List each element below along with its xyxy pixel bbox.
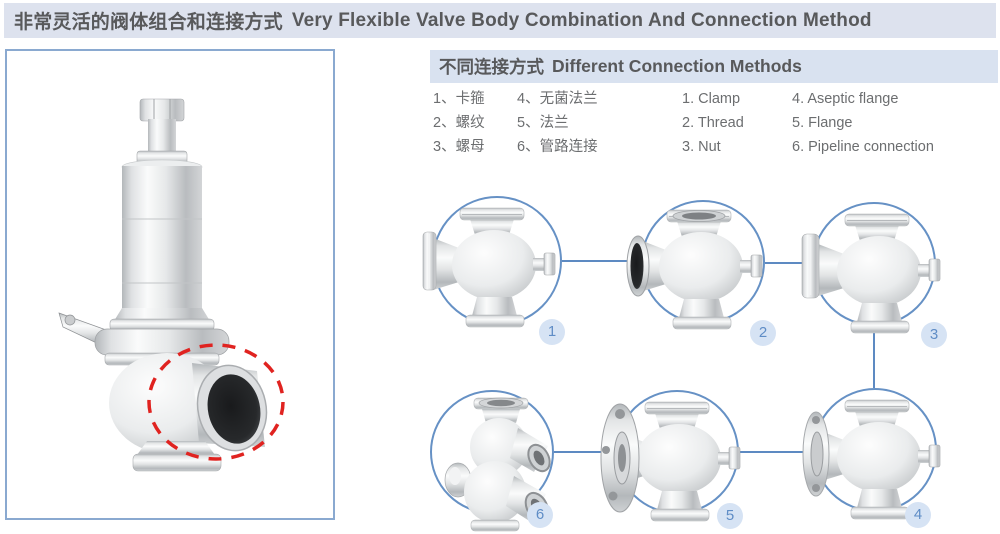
legend-item-en-1: 1. Clamp [682, 91, 741, 107]
node-badge-4: 4 [905, 502, 931, 528]
legend-column-en-a: 1. Clamp 2. Thread 3. Nut [682, 87, 744, 159]
legend-column-cn-b: 4、无菌法兰 5、法兰 6、管路连接 [517, 87, 598, 159]
legend-item-en-4: 4. Aseptic flange [792, 91, 899, 107]
legend-item-cn-6: 6、管路连接 [517, 139, 598, 155]
node-badge-2: 2 [750, 320, 776, 346]
legend-column-en-b: 4. Aseptic flange 5. Flange 6. Pipeline … [792, 87, 934, 159]
valve-image-aseptic-flange [802, 399, 941, 520]
legend-item-cn-5: 5、法兰 [517, 115, 569, 131]
valve-image-clamp [422, 207, 556, 328]
node-badge-5: 5 [717, 503, 743, 529]
valve-image-flange [600, 401, 741, 522]
connector-2-3 [765, 262, 813, 264]
legend-item-en-3: 3. Nut [682, 139, 721, 155]
connector-6-5 [554, 451, 615, 453]
connector-3-4 [873, 326, 875, 388]
valve-image-thread [626, 209, 763, 330]
section-heading-bar: 不同连接方式 Different Connection Methods [430, 50, 998, 83]
valve-image-nut [801, 213, 941, 334]
section-heading-cn: 不同连接方式 [439, 57, 544, 77]
legend-item-en-6: 6. Pipeline connection [792, 139, 934, 155]
connector-5-4 [739, 451, 813, 453]
page-title-en: Very Flexible Valve Body Combination And… [291, 9, 872, 31]
page-title-cn: 非常灵活的阀体组合和连接方式 [14, 12, 283, 33]
node-badge-3: 3 [921, 322, 947, 348]
node-badge-6: 6 [527, 502, 553, 528]
page-title-bar: 非常灵活的阀体组合和连接方式 Very Flexible Valve Body … [4, 3, 996, 38]
main-valve-image [58, 98, 285, 472]
connector-1-2 [562, 260, 642, 262]
legend-item-en-5: 5. Flange [792, 115, 853, 131]
highlight-dashed-circle [147, 343, 285, 461]
main-valve-panel [5, 49, 335, 520]
legend-item-cn-3: 3、螺母 [433, 139, 485, 155]
legend-item-en-2: 2. Thread [682, 115, 744, 131]
section-heading-en: Different Connection Methods [552, 56, 802, 76]
legend-item-cn-4: 4、无菌法兰 [517, 91, 598, 107]
legend-column-cn-a: 1、卡箍 2、螺纹 3、螺母 [433, 87, 485, 159]
node-badge-1: 1 [539, 319, 565, 345]
legend-item-cn-1: 1、卡箍 [433, 91, 485, 107]
legend-item-cn-2: 2、螺纹 [433, 115, 485, 131]
